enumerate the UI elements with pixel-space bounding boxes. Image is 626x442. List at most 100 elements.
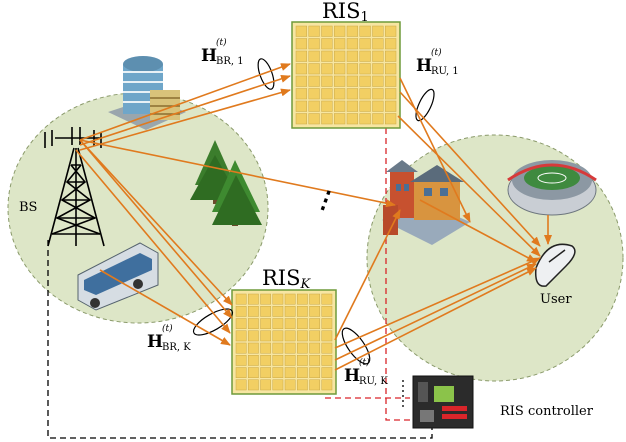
ris-element	[284, 367, 296, 378]
ris-element	[346, 25, 358, 37]
ris-element	[295, 88, 307, 100]
ris-element	[372, 113, 384, 125]
ris-element	[385, 88, 397, 100]
ris-element	[308, 75, 320, 87]
school-building-icon	[382, 160, 470, 245]
ris-element	[260, 330, 271, 342]
channel-ruK-label: H (t) RU, K	[344, 358, 388, 387]
ris-element	[359, 75, 371, 87]
ris-element	[272, 318, 284, 329]
ris-element	[272, 342, 284, 354]
ris-element	[235, 379, 247, 391]
arrow-ris1-user-b	[399, 77, 471, 223]
arrow-risK-user-c	[334, 267, 537, 371]
channel-br1-time: (t)	[216, 38, 227, 48]
ris-k-panel	[231, 289, 337, 395]
channel-ru1-sub: RU, 1	[431, 66, 459, 77]
ris-element	[284, 379, 296, 391]
channel-br1-label: H (t) BR, 1	[201, 38, 244, 67]
ris-element	[295, 38, 307, 50]
arrow-risK-school	[334, 209, 401, 341]
channel-brK-h: H	[147, 332, 164, 352]
ris-element	[235, 330, 247, 342]
ris-element	[272, 367, 284, 378]
ris-element	[235, 318, 247, 329]
ris-1-label: RIS1	[322, 0, 369, 25]
channel-br1-h: H	[201, 46, 218, 66]
ris-element	[372, 100, 384, 112]
ris-element	[321, 75, 333, 87]
ris-element	[235, 355, 247, 366]
ris-k-label: RISK	[262, 266, 310, 292]
controller-ris1-link	[385, 128, 420, 421]
ris-k-label-main: RIS	[262, 266, 301, 290]
ris-element	[235, 306, 247, 317]
ris-element	[385, 113, 397, 125]
ris-element	[284, 330, 296, 342]
ris-element	[321, 318, 333, 329]
ris-element	[295, 63, 307, 75]
ris-element	[346, 63, 358, 75]
ris-element	[385, 63, 397, 75]
ris-element	[321, 355, 333, 366]
ris-element	[359, 50, 371, 62]
channel-ruK-time: (t)	[359, 358, 370, 368]
ris-element	[359, 25, 371, 37]
arrow-bs-ris1-c	[79, 88, 291, 151]
bus-icon	[77, 242, 159, 311]
ris-element	[260, 306, 271, 317]
ris-element	[248, 318, 259, 329]
ris-element	[235, 342, 247, 354]
stadium-icon	[507, 160, 597, 216]
trees-icon	[190, 140, 262, 226]
arrow-ris1-user-a	[399, 91, 541, 247]
ris-element	[308, 63, 320, 75]
ris-element	[260, 293, 271, 305]
ris-element	[334, 63, 346, 75]
ris-element	[321, 113, 333, 125]
ris-element	[309, 355, 320, 366]
ris-k-label-sub: K	[300, 277, 311, 292]
ris-element	[248, 367, 259, 378]
ris-element	[385, 38, 397, 50]
channel-brK-time: (t)	[162, 324, 173, 334]
ris-element	[321, 379, 333, 391]
user-phone-icon	[534, 243, 576, 287]
ris-element	[334, 88, 346, 100]
ris-element	[334, 113, 346, 125]
arrow-bs-school	[79, 139, 396, 208]
ris-element	[309, 330, 320, 342]
ris-element	[334, 25, 346, 37]
ris-element	[359, 113, 371, 125]
ris-element	[321, 306, 333, 317]
channel-ruK-h: H	[344, 366, 361, 386]
ris-panel-frame	[291, 21, 401, 129]
arrow-bs-risK-b	[79, 139, 233, 319]
channel-ru1-time: (t)	[431, 48, 442, 58]
ris-element	[297, 306, 308, 317]
ris-element	[248, 293, 259, 305]
ris-element	[372, 63, 384, 75]
ris-controller-board-icon	[412, 375, 474, 429]
channel-br1-sub: BR, 1	[216, 56, 244, 67]
user-label: User	[540, 292, 572, 307]
ris-1-label-main: RIS	[322, 0, 361, 23]
ris-element	[359, 38, 371, 50]
ris-element	[297, 379, 308, 391]
ris-element	[248, 355, 259, 366]
br1-channel-ellipse	[257, 58, 275, 90]
controller-risK-link	[324, 378, 410, 399]
ris-element	[321, 25, 333, 37]
ris-panel-frame	[231, 289, 337, 395]
ris-element	[346, 100, 358, 112]
arrow-bs-risK-d	[99, 269, 231, 346]
ru1-channel-ellipse	[415, 88, 435, 122]
ris-element	[372, 88, 384, 100]
ris-element	[272, 306, 284, 317]
ris-element	[260, 367, 271, 378]
signal-paths	[75, 63, 552, 371]
ris-element	[309, 306, 320, 317]
ris-element	[308, 88, 320, 100]
ris-element	[308, 100, 320, 112]
